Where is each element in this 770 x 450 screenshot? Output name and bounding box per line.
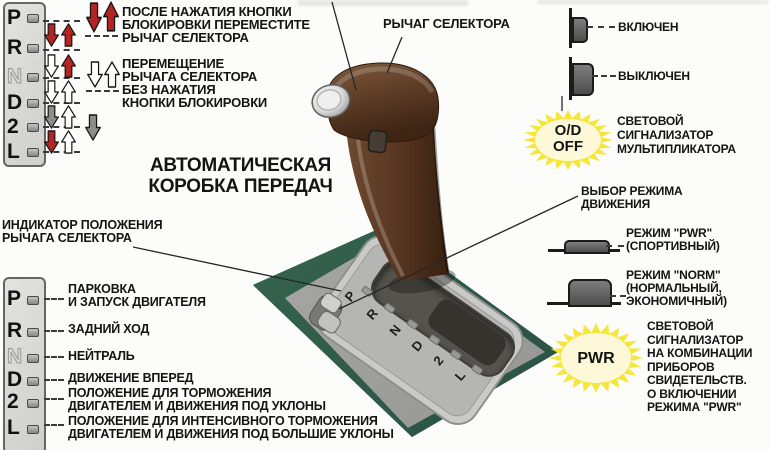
level-dash [43, 126, 80, 128]
shift-arrow-up [61, 80, 76, 104]
strip-bottom-2: 2 [7, 390, 19, 413]
list-dash [44, 330, 64, 332]
level-dash [43, 20, 80, 22]
floating-gray-arrow [85, 114, 101, 141]
pwr-mode-label: РЕЖИМ "PWR" (СПОРТИВНЫЙ) [626, 226, 720, 253]
lock-button-face [316, 89, 342, 111]
legend-dash [85, 35, 118, 37]
shift-arrow-up [61, 105, 76, 129]
strip-button [27, 354, 39, 363]
od-off-label: ВЫКЛЮЧЕН [618, 69, 690, 83]
gear-indicator-strip-bottom [3, 277, 46, 450]
strip-bottom-N: N [7, 345, 23, 368]
od-off-button-bar [569, 57, 572, 100]
level-dash [43, 151, 80, 153]
strip-button [27, 73, 39, 82]
strip-button [27, 296, 39, 305]
strip-button [27, 14, 39, 23]
indicator-label: ИНДИКАТОР ПОЛОЖЕНИЯ РЫЧАГА СЕЛЕКТОРА [2, 218, 163, 245]
leader-lock-button [331, 1, 357, 91]
od-on-button-bar [569, 8, 572, 48]
shift-arrow-down [44, 23, 59, 47]
page-title: АВТОМАТИЧЕСКАЯ КОРОБКА ПЕРЕДАЧ [148, 155, 333, 197]
od-off-button-icon [572, 63, 594, 96]
strip-bottom-D: D [7, 368, 23, 391]
shift-arrow-up [61, 130, 76, 154]
strip-bottom-L: L [7, 416, 20, 439]
strip-bottom-R: R [7, 319, 23, 342]
strip-button [27, 148, 39, 157]
knob-highlight [331, 66, 435, 94]
od-on-dash [587, 26, 615, 28]
gear-desc-R: ЗАДНИЙ ХОД [68, 322, 150, 336]
shift-arrow-down [44, 130, 59, 154]
list-dash [44, 424, 64, 426]
shaft-shade [432, 127, 450, 273]
shift-arrow-down [44, 54, 59, 78]
strip-top-D: D [7, 91, 23, 114]
strip-top-2: 2 [7, 115, 19, 138]
lever-label: РЫЧАГ СЕЛЕКТОРА [383, 16, 510, 31]
level-dash [43, 102, 80, 104]
gear-desc-N: НЕЙТРАЛЬ [68, 349, 135, 363]
norm-button-icon [568, 279, 612, 307]
legend-pressed-text: ПОСЛЕ НАЖАТИЯ КНОПКИ БЛОКИРОВКИ ПЕРЕМЕСТ… [122, 4, 310, 45]
strip-button [27, 399, 39, 408]
od-button-icon [367, 129, 388, 154]
od-off-dash [592, 75, 616, 77]
pwr-burst-label: PWR [577, 350, 615, 367]
list-dash [44, 398, 64, 400]
strip-button [27, 123, 39, 132]
shift-arrow-down [44, 105, 59, 129]
norm-mode-label: РЕЖИМ "NORM" (НОРМАЛЬНЫЙ, ЭКОНОМИЧНЫЙ) [626, 268, 727, 308]
cropped-label-remnant [298, 0, 468, 6]
list-dash [44, 356, 64, 358]
pwr-button-icon [564, 240, 610, 254]
list-dash [44, 379, 64, 381]
legend-pressed-down-arrow [86, 2, 102, 33]
od-off-burst-label: O/D OFF [553, 122, 583, 155]
level-dash [43, 77, 80, 79]
norm-dash [610, 295, 626, 297]
strip-top-L: L [7, 140, 20, 163]
mode-select-label: ВЫБОР РЕЖИМА ДВИЖЕНИЯ [581, 184, 683, 211]
lever-knob [326, 62, 440, 143]
shift-arrow-down [44, 80, 59, 104]
cropped-label-remnant [538, 0, 768, 4]
strip-button [27, 99, 39, 108]
pwr-dash [606, 245, 624, 247]
legend-dash [86, 90, 119, 92]
strip-button [27, 377, 39, 386]
pwr-indicator-desc: СВЕТОВОЙ СИГНАЛИЗАТОР НА КОМБИНАЦИИ ПРИБ… [647, 319, 753, 414]
legend-free-text: ПЕРЕМЕЩЕНИЕ РЫЧАГА СЕЛЕКТОРА БЕЗ НАЖАТИЯ… [122, 56, 268, 110]
strip-top-R: R [7, 36, 23, 59]
od-on-label: ВКЛЮЧЕН [618, 20, 679, 34]
od-indicator-desc: СВЕТОВОЙ СИГНАЛИЗАТОР МУЛЬТИПЛИКАТОРА [617, 114, 736, 156]
shift-arrow-up [61, 23, 76, 47]
strip-button [27, 425, 39, 434]
strip-top-P: P [7, 6, 22, 29]
leader-lever [386, 36, 403, 74]
gear-desc-D: ДВИЖЕНИЕ ВПЕРЕД [68, 371, 194, 385]
legend-free-down-arrow [87, 61, 103, 88]
strip-button [27, 44, 39, 53]
list-dash [44, 298, 64, 300]
strip-button [27, 328, 39, 337]
od-on-button-icon [572, 17, 588, 43]
level-dash [43, 49, 80, 51]
strip-bottom-P: P [7, 287, 22, 310]
shift-arrow-up [61, 54, 76, 78]
lock-button-icon [311, 84, 351, 118]
legend-pressed-up-arrow [103, 1, 119, 32]
legend-free-up-arrow [104, 61, 120, 88]
strip-top-N: N [7, 65, 23, 88]
gear-indicator-strip-top [3, 2, 46, 167]
